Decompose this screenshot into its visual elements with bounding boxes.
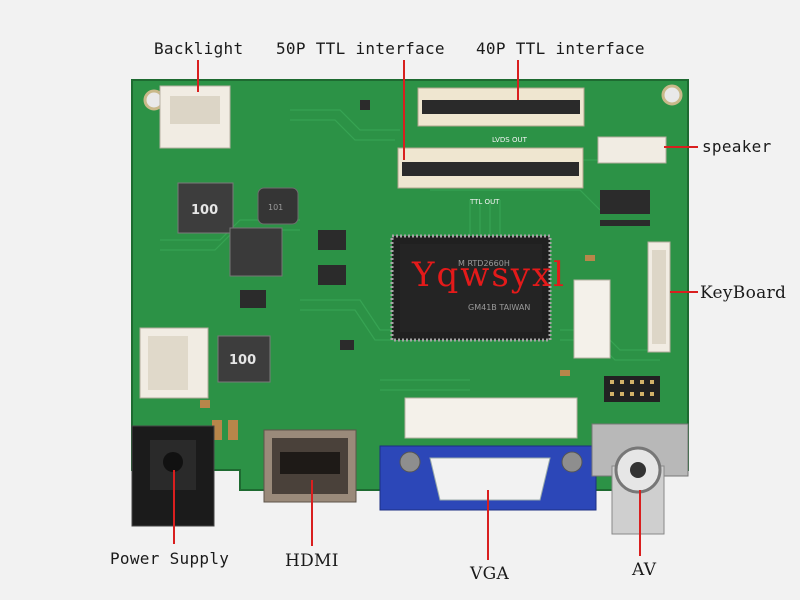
pin-header-pins [610,380,654,396]
label-backlight: Backlight [154,39,244,58]
inductor-100-top: 100 [177,182,234,234]
chip-line1: M RTD2660H [458,259,510,268]
av-jack [591,423,689,535]
hdmi-port [263,429,357,503]
mount-hole [661,84,683,106]
label-vga: VGA [470,564,510,584]
smd-resistors [200,255,595,440]
left-white-connector [139,327,209,399]
main-chip: M RTD2660H GM41B TAIWAN [390,234,552,342]
chip-line2: GM41B TAIWAN [468,303,530,312]
label-av: AV [632,560,657,580]
inductor-large-mid [229,227,283,277]
small-inductor-label: 101 [268,203,283,212]
ttl-out-silk: TTL OUT [469,198,500,206]
fpc-40p-connector: LVDS OUT [417,87,585,144]
label-keyboard: KeyBoard [700,283,787,303]
inductor-label: 100 [191,203,218,218]
smd-components [240,100,650,350]
label-speaker: speaker [702,137,772,156]
keyboard-connector [647,241,671,353]
watermark-text: Yqwsyxl [412,255,567,295]
fpc-50p-connector: TTL OUT [397,147,584,206]
speaker-connector [597,136,667,164]
pin-header [604,376,660,402]
label-50p-ttl: 50P TTL interface [276,39,445,58]
side-header [573,279,611,359]
inductor-label: 100 [229,353,256,368]
inductor-small: 101 [257,187,299,225]
inductor-100-bottom: 100 [217,335,271,383]
label-hdmi: HDMI [285,551,339,571]
connector-shroud [170,96,220,124]
leader-lines [173,60,698,560]
lvds-out-silk: LVDS OUT [492,136,528,144]
label-power-supply: Power Supply [110,549,230,568]
label-40p-ttl: 40P TTL interface [476,39,645,58]
